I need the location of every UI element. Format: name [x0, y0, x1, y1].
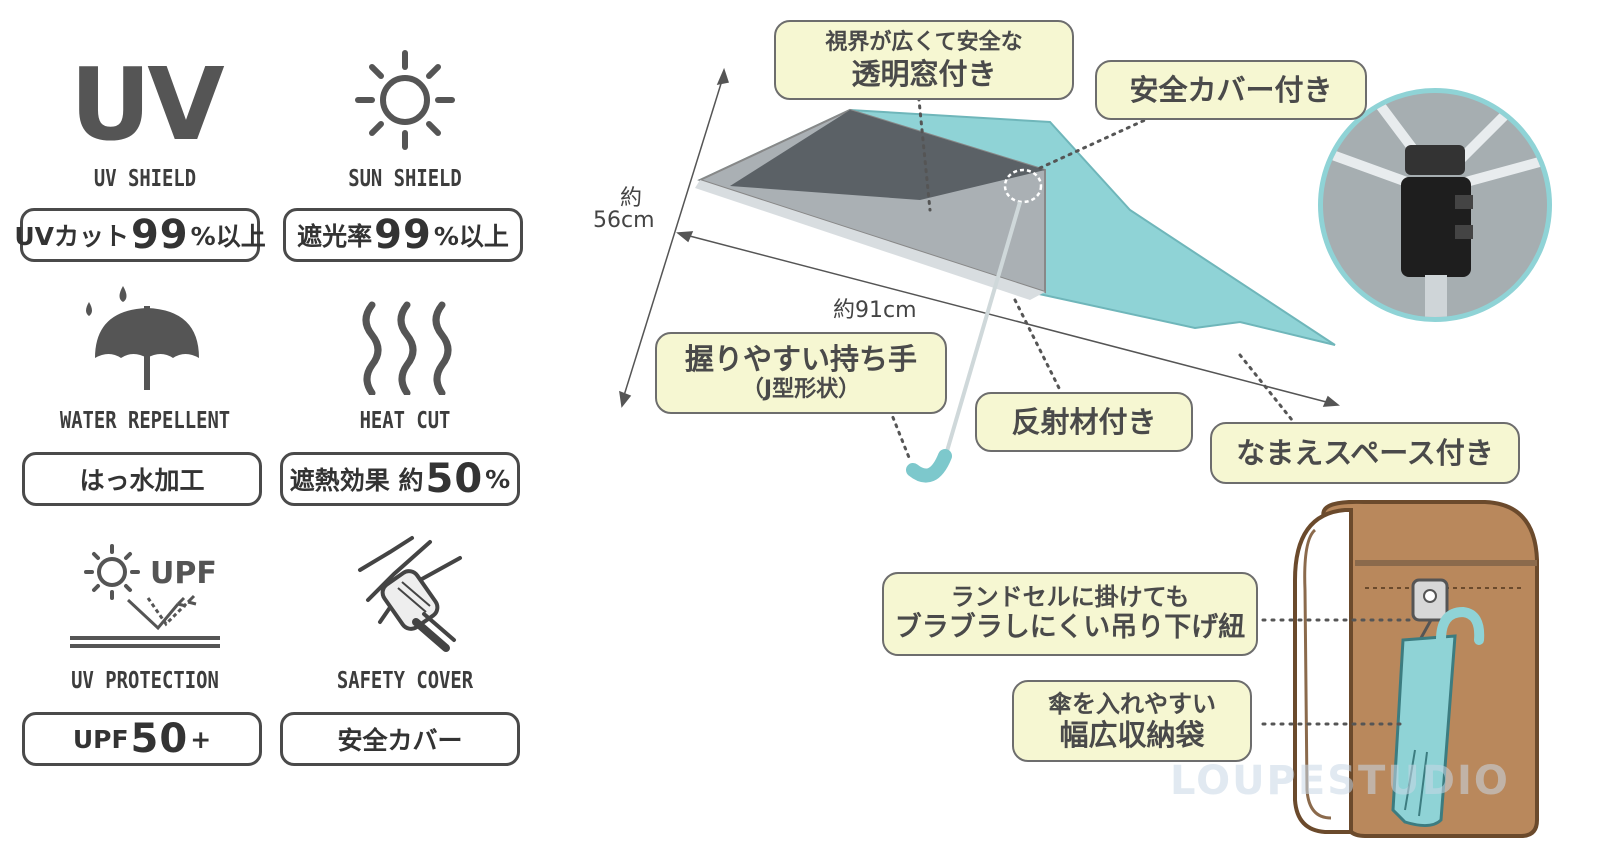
pill-text-post: % [485, 464, 511, 494]
pill-text-post: %以上 [433, 222, 509, 251]
sun-icon [355, 50, 455, 150]
pill-water-repellent: はっ水加工 [22, 452, 262, 506]
callout-reflector: 反射材付き [975, 392, 1193, 452]
pill-safety-cover: 安全カバー [280, 712, 520, 766]
callout-line1: ランドセルに掛けても [950, 583, 1190, 611]
callout-storage-bag: 傘を入れやすい 幅広収納袋 [1012, 680, 1252, 762]
callout-transparent-window: 視界が広くて安全な 透明窓付き [774, 20, 1074, 100]
school-backpack-illustration [1261, 500, 1539, 838]
callout-line1: なまえスペース付き [1236, 436, 1494, 470]
safety-cover-icon [358, 536, 462, 652]
callout-hanging-strap: ランドセルに掛けても ブラブラしにくい吊り下げ紐 [882, 572, 1258, 656]
caption-uv-shield: UV SHIELD [93, 166, 197, 192]
caption-safety-cover: SAFETY COVER [336, 668, 474, 694]
caption-uv-protection: UV PROTECTION [71, 668, 219, 694]
caption-heat-cut: HEAT CUT [359, 408, 451, 434]
caption-sun-shield: SUN SHIELD [348, 166, 462, 192]
watermark: LOUPESTUDIO [1170, 758, 1510, 804]
pill-text-post: %以上 [190, 222, 266, 251]
callout-line1: 安全カバー付き [1129, 73, 1333, 107]
caption-water-repellent: WATER REPELLENT [59, 408, 231, 434]
callout-line2: 幅広収納袋 [1059, 718, 1205, 752]
sun-upf-icon [70, 544, 220, 648]
callout-line2: ブラブラしにくい吊り下げ紐 [894, 612, 1246, 643]
callout-line1: 反射材付き [1011, 405, 1157, 439]
pill-text-big: 99 [374, 212, 432, 258]
callout-safety-cover: 安全カバー付き [1095, 60, 1367, 120]
length-label: 約91cm [833, 298, 917, 323]
heat-waves-icon [362, 301, 452, 395]
callout-line2: 透明窓付き [851, 57, 997, 91]
uv-text-icon: UV [70, 46, 225, 163]
callout-line1: 握りやすい持ち手 [684, 342, 917, 376]
umbrella-rain-icon [86, 286, 199, 390]
pill-text-big: 99 [130, 212, 189, 258]
height-value: 56cm [593, 208, 655, 233]
callout-line1: 傘を入れやすい [1048, 690, 1216, 718]
pill-text-pre: UVカット [14, 222, 129, 251]
callout-line1: 視界が広くて安全な [825, 30, 1023, 55]
folded-umbrella-illustration [619, 67, 1340, 483]
pill-text-big: 50 [130, 716, 189, 762]
pill-text-pre: はっ水加工 [79, 466, 205, 495]
upf-label-icon: UPF [150, 556, 217, 591]
pill-text-big: 50 [425, 456, 484, 502]
callout-line2: （J型形状） [741, 377, 861, 402]
callout-easy-grip-handle: 握りやすい持ち手 （J型形状） [655, 332, 947, 414]
height-label: 約 [620, 186, 643, 211]
pill-text-pre: 遮熱効果 約 [289, 466, 424, 495]
pill-text-pre: 遮光率 [297, 222, 373, 251]
safety-cover-closeup [1318, 88, 1552, 322]
pill-text-post: + [190, 724, 212, 754]
pill-text-pre: UPF [72, 724, 129, 754]
pill-text-pre: 安全カバー [337, 726, 463, 755]
callout-name-space: なまえスペース付き [1210, 422, 1520, 484]
